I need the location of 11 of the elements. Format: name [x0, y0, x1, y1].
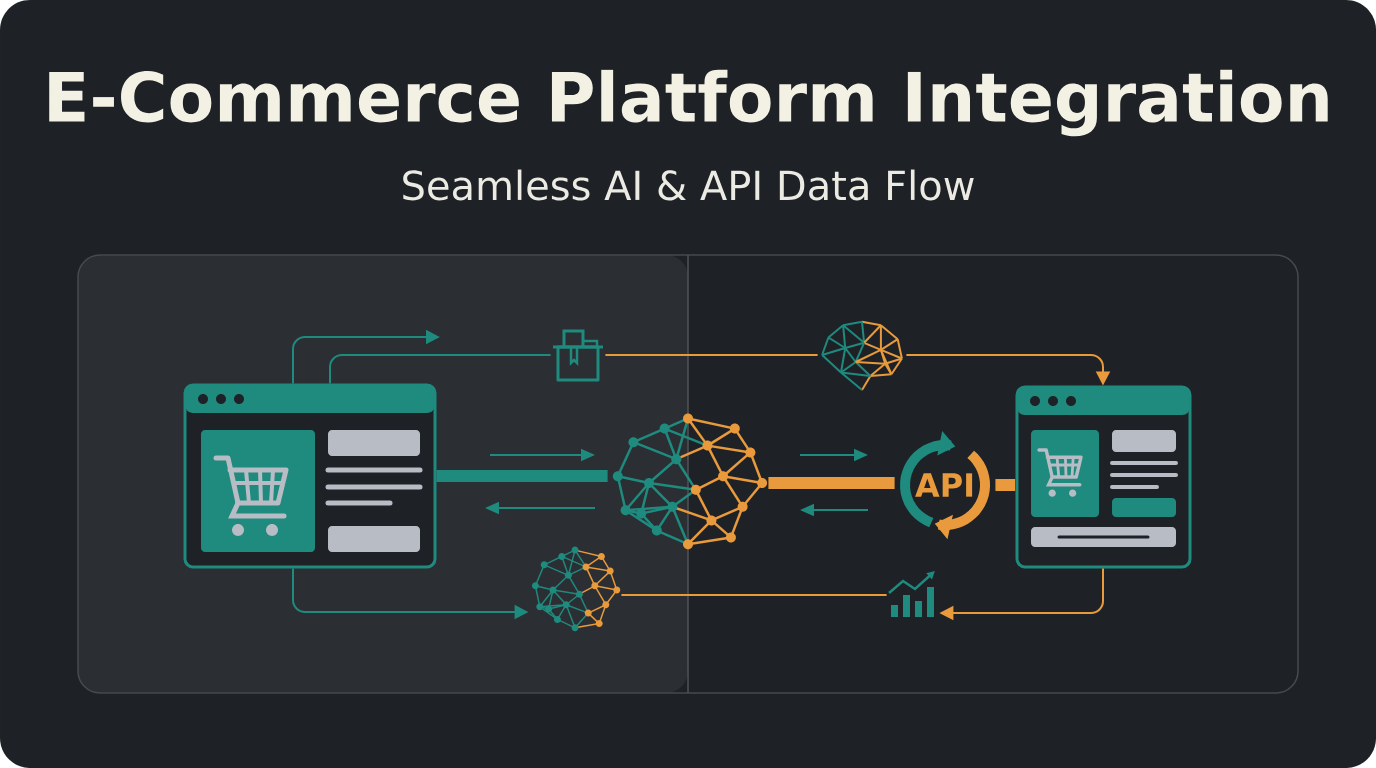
title: E-Commerce Platform Integration [49, 69, 1328, 137]
subtitle: Seamless AI & API Data Flow [403, 169, 974, 201]
package-icon [553, 329, 603, 382]
network-drawing [612, 413, 768, 550]
shop-window-drawing [183, 383, 437, 569]
shop-window-drawing [1015, 385, 1192, 569]
chart-icon [888, 571, 935, 617]
node-label: API [915, 473, 973, 497]
brain-icon [821, 320, 903, 391]
brain-network-icon [531, 546, 621, 632]
api-cycle-badge: API [900, 430, 990, 540]
